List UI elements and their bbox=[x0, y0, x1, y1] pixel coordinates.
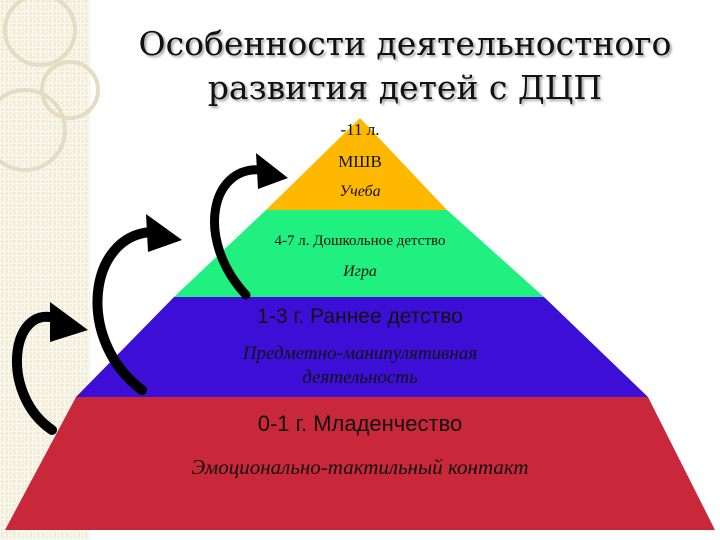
arrows-group bbox=[11, 153, 288, 435]
title-line-2: развития детей с ДЦП bbox=[207, 68, 603, 107]
curved-arrow-icon bbox=[92, 227, 157, 395]
curved-arrow-icon bbox=[11, 311, 60, 435]
tier-3-shape bbox=[76, 297, 648, 397]
tier-3-activity-line-2: деятельность bbox=[302, 367, 418, 388]
arrowhead-icon bbox=[50, 302, 88, 342]
tier-2-age-name: 4-7 л. Дошкольное детство bbox=[274, 233, 446, 249]
tier-2-activity: Игра bbox=[343, 263, 377, 280]
tier-3-age-name: 1-3 г. Раннее детство bbox=[257, 305, 463, 328]
tier-4-shape bbox=[5, 397, 715, 530]
tier-2-shape bbox=[174, 210, 544, 297]
arrowhead-icon bbox=[146, 214, 182, 252]
arrowhead-icon bbox=[256, 153, 288, 189]
tier-1-name: МШВ bbox=[338, 152, 382, 171]
tier-1-activity: Учеба bbox=[339, 183, 381, 200]
page-title: Особенности деятельностного развития дет… bbox=[100, 22, 710, 110]
tier-3-activity-line-1: Предметно-манипулятивная bbox=[242, 343, 478, 364]
title-line-1: Особенности деятельностного bbox=[138, 24, 672, 63]
curved-arrow-icon bbox=[210, 165, 267, 300]
tier-1-age: -11 л. bbox=[340, 120, 380, 139]
tier-4-age-name: 0-1 г. Младенчество bbox=[257, 411, 463, 436]
tier-4-activity: Эмоционально-тактильный контакт bbox=[191, 455, 529, 479]
tier-1-shape bbox=[266, 118, 447, 210]
